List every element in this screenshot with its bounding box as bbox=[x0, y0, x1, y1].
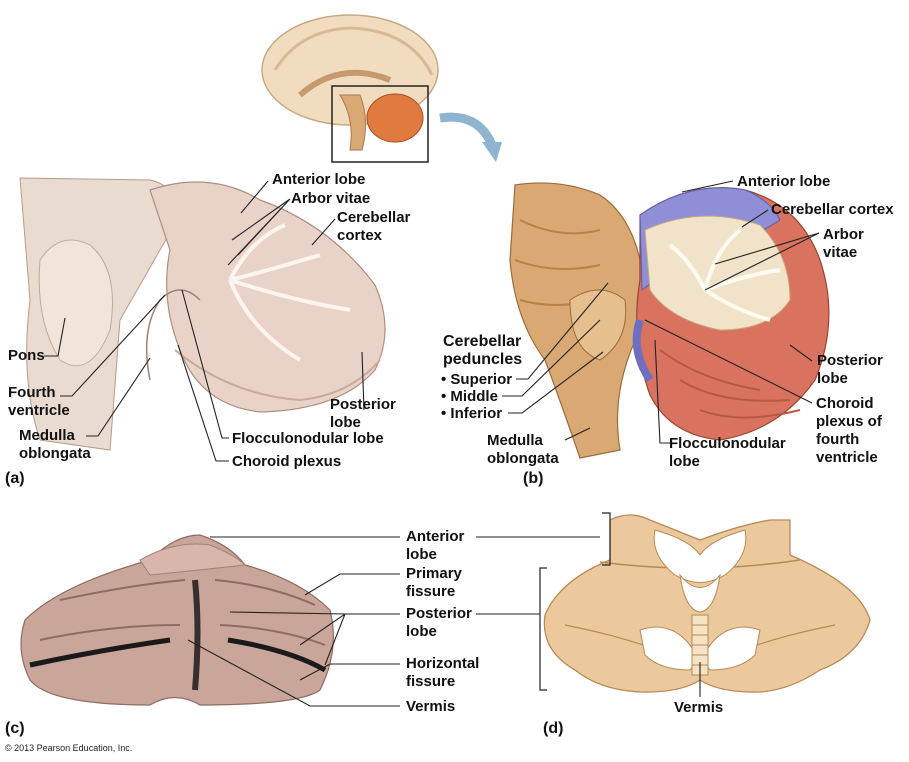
label-posterior-lobe-c-line1: Posterior bbox=[406, 605, 472, 622]
photo-c bbox=[20, 534, 334, 706]
label-choroid-plexus-b-line2: plexus of bbox=[816, 413, 882, 430]
panel-label-d: (d) bbox=[543, 720, 564, 737]
panel-label-b: (b) bbox=[523, 470, 544, 487]
label-arbor-vitae-a: Arbor vitae bbox=[291, 190, 371, 207]
label-superior-peduncle: • Superior bbox=[441, 371, 513, 388]
label-medulla-a-line1: Medulla bbox=[19, 427, 75, 444]
photo-a bbox=[19, 177, 386, 451]
label-anterior-lobe-c-line1: Anterior bbox=[406, 528, 465, 545]
label-pons: Pons bbox=[8, 347, 45, 364]
label-posterior-lobe-a-line1: Posterior bbox=[330, 396, 396, 413]
label-medulla-b-line2: oblongata bbox=[487, 450, 559, 467]
label-flocculonodular-b-line2: lobe bbox=[669, 453, 700, 470]
label-choroid-plexus-b-line1: Choroid bbox=[816, 395, 874, 412]
label-fourth-ventricle-line1: Fourth bbox=[8, 384, 56, 401]
label-inferior-peduncle: • Inferior bbox=[441, 405, 503, 422]
label-arbor-vitae-b-line1: Arbor bbox=[823, 226, 864, 243]
label-flocculonodular-b-line1: Flocculonodular bbox=[669, 435, 786, 452]
diagram-d bbox=[539, 512, 871, 693]
inset-arrow bbox=[439, 112, 502, 162]
label-posterior-lobe-c-line2: lobe bbox=[406, 623, 437, 640]
label-horizontal-fissure-line1: Horizontal bbox=[406, 655, 480, 672]
label-choroid-plexus-b-line3: fourth bbox=[816, 431, 860, 448]
panel-label-a: (a) bbox=[5, 470, 25, 487]
label-posterior-lobe-b-line1: Posterior bbox=[817, 352, 883, 369]
panel-label-c: (c) bbox=[5, 720, 25, 737]
label-cerebellar-cortex-a-line2: cortex bbox=[337, 227, 383, 244]
label-posterior-lobe-b-line2: lobe bbox=[817, 370, 848, 387]
label-arbor-vitae-b-line2: vitae bbox=[823, 244, 858, 261]
label-anterior-lobe-a: Anterior lobe bbox=[272, 171, 366, 188]
copyright-notice: © 2013 Pearson Education, Inc. bbox=[5, 743, 133, 753]
label-posterior-lobe-a-line2: lobe bbox=[330, 414, 361, 431]
leader-lines bbox=[44, 180, 820, 707]
label-cerebellar-cortex-b: Cerebellar cortex bbox=[771, 201, 894, 218]
label-primary-fissure-line2: fissure bbox=[406, 583, 456, 600]
label-medulla-a-line2: oblongata bbox=[19, 445, 91, 462]
label-cerebellar-peduncles-line2: peduncles bbox=[443, 351, 523, 368]
label-choroid-plexus-b-line4: ventricle bbox=[816, 449, 878, 466]
label-anterior-lobe-b: Anterior lobe bbox=[737, 173, 831, 190]
label-primary-fissure-line1: Primary bbox=[406, 565, 462, 582]
label-middle-peduncle: • Middle bbox=[441, 388, 498, 405]
label-flocculonodular-a: Flocculonodular lobe bbox=[232, 430, 384, 447]
label-anterior-lobe-c-line2: lobe bbox=[406, 546, 437, 563]
label-cerebellar-cortex-a-line1: Cerebellar bbox=[337, 209, 411, 226]
label-fourth-ventricle-line2: ventricle bbox=[8, 402, 70, 419]
label-cerebellar-peduncles-line1: Cerebellar bbox=[443, 333, 522, 350]
label-choroid-plexus-a: Choroid plexus bbox=[232, 453, 342, 470]
illustration-b bbox=[509, 182, 830, 459]
label-medulla-b-line1: Medulla bbox=[487, 432, 543, 449]
label-vermis-c: Vermis bbox=[406, 698, 456, 715]
label-vermis-d: Vermis bbox=[674, 699, 724, 716]
inset-brain bbox=[261, 14, 439, 163]
label-horizontal-fissure-line2: fissure bbox=[406, 673, 456, 690]
